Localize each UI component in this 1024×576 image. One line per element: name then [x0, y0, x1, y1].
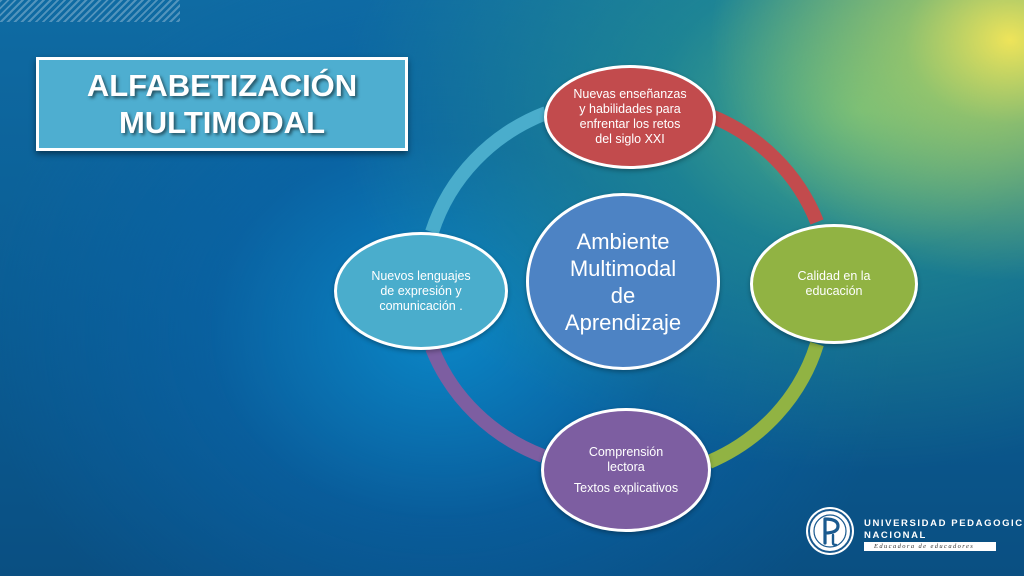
node-left-text-1: Nuevos lenguajes: [371, 268, 471, 283]
node-right-text-2: educación: [805, 284, 863, 298]
center-text-1: Ambiente: [576, 228, 670, 254]
node-nuevos-lenguajes: Nuevos lenguajes de expresión y comunica…: [334, 232, 508, 350]
node-bottom-text-1: Comprensión: [588, 444, 664, 459]
node-top-text-4: del siglo XXI: [595, 132, 665, 146]
node-bottom-text-3: Textos explicativos: [573, 480, 679, 495]
node-right-text-1: Calidad en la: [797, 269, 871, 283]
ring-segment-red: [708, 109, 824, 225]
node-top-text-2: y habilidades para: [579, 102, 681, 116]
center-node-ambiente-multimodal: Ambiente Multimodal de Aprendizaje: [526, 193, 720, 370]
center-text-4: Aprendizaje: [564, 309, 682, 335]
center-text-2: Multimodal: [569, 255, 677, 281]
university-motto: Educadora de educadores: [874, 543, 975, 550]
node-top-text-1: Nuevas enseñanzas: [573, 87, 687, 101]
center-text-3: de: [610, 282, 636, 308]
slide-title-line-2: MULTIMODAL: [118, 105, 326, 140]
university-name-line-1: UNIVERSIDAD PEDAGOGICA: [864, 518, 1024, 529]
university-emblem-icon: [806, 507, 854, 555]
ring-segment-green: [706, 341, 824, 469]
node-comprension-lectora: Comprensión lectora Textos explicativos: [541, 408, 711, 532]
slide-title-box: ALFABETIZACIÓN MULTIMODAL: [36, 57, 408, 151]
university-name-line-2: NACIONAL: [864, 530, 927, 541]
node-left-text-2: de expresión y: [380, 283, 462, 298]
node-nuevas-ensenanzas: Nuevas enseñanzas y habilidades para enf…: [544, 65, 716, 169]
node-left-text-3: comunicación .: [379, 298, 463, 313]
node-top-text-3: enfrentar los retos: [579, 117, 681, 131]
ring-segment-blue: [425, 106, 549, 235]
university-motto-bar: Educadora de educadores: [864, 542, 996, 551]
slide-title-line-1: ALFABETIZACIÓN: [86, 68, 358, 103]
ring-segment-purple: [425, 345, 546, 463]
node-calidad-educacion: Calidad en la educación: [750, 224, 918, 344]
corner-stripes-decoration: [0, 0, 180, 22]
university-logo: UNIVERSIDAD PEDAGOGICA NACIONAL Educador…: [806, 507, 1024, 557]
node-bottom-text-2: lectora: [607, 459, 645, 474]
